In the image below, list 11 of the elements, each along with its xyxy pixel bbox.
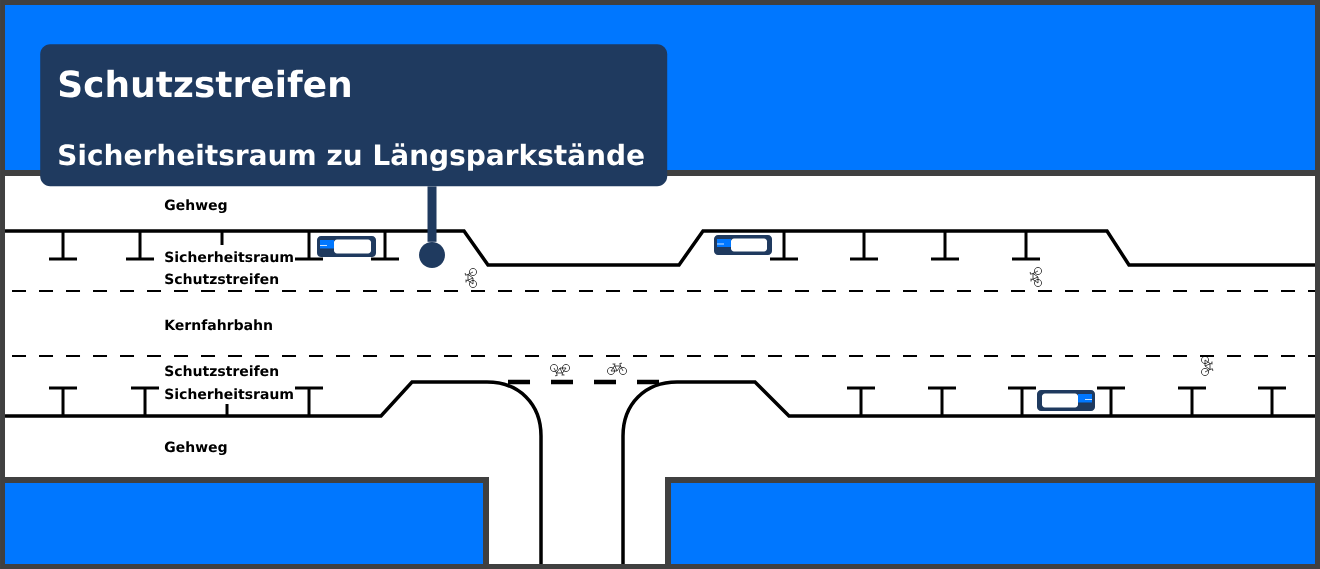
lane-label: Sicherheitsraum	[165, 388, 293, 400]
lane-label: Kernfahrbahn	[165, 319, 272, 331]
lane-label: Schutzstreifen	[165, 365, 279, 377]
lane-label: Gehweg	[164, 441, 227, 455]
leader-line	[427, 186, 437, 242]
dot-marker	[419, 242, 445, 268]
lane-label: Gehweg	[164, 199, 227, 213]
lane-label: Schutzstreifen	[165, 273, 279, 285]
lane-label: Sicherheitsraum	[165, 251, 293, 263]
callout-title: Schutzstreifen	[59, 69, 350, 98]
callout-subtitle: Sicherheitsraum zu Längsparkstände	[59, 143, 644, 172]
